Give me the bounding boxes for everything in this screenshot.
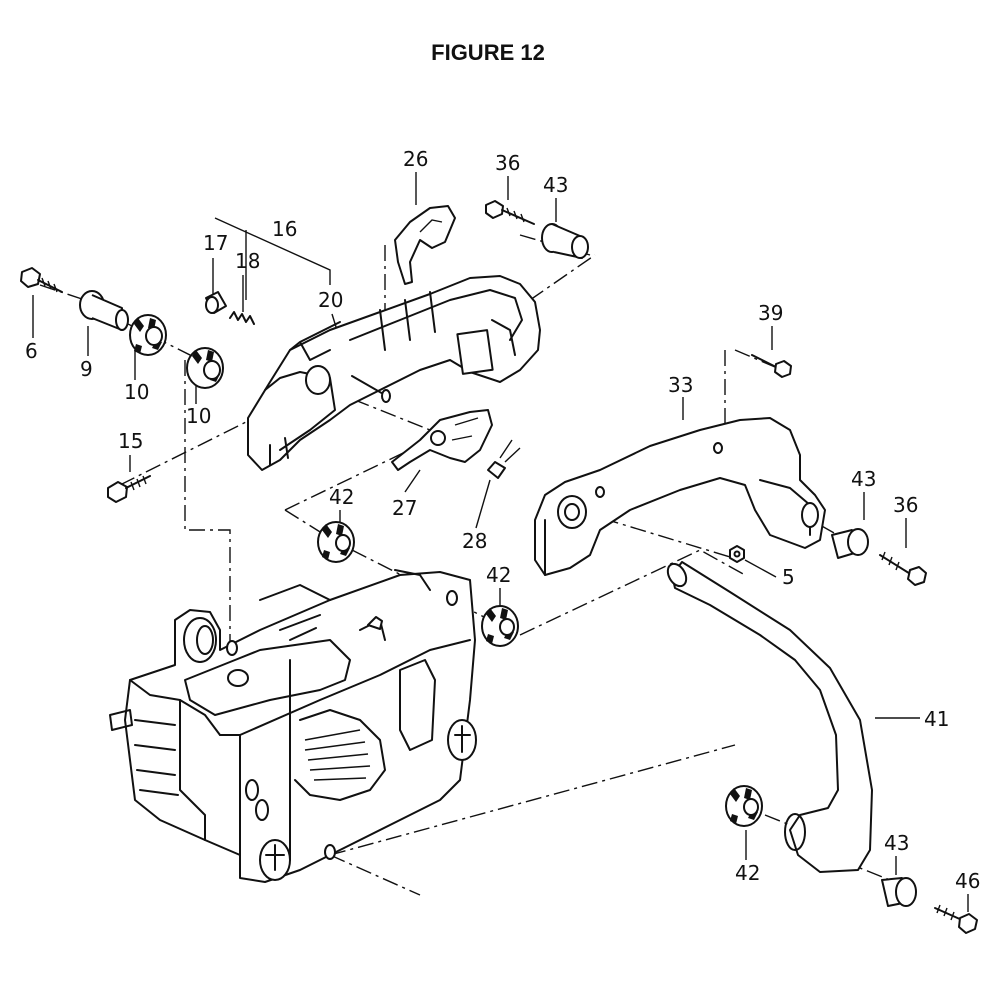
callout-15: 15 [118, 429, 143, 453]
callout-28: 28 [462, 529, 487, 553]
throttle-trigger-part-26 [394, 205, 456, 285]
screw-part-39 [751, 354, 792, 378]
callout-9: 9 [80, 357, 93, 381]
callout-43: 43 [543, 173, 568, 197]
rubber-mount-part-42a [317, 521, 355, 563]
spring-part-28 [487, 439, 521, 479]
collar-part-43c [881, 877, 917, 907]
callout-43: 43 [884, 831, 909, 855]
rubber-mount-part-42c [725, 785, 763, 827]
pin-part-20 [351, 375, 391, 403]
callout-20: 20 [318, 288, 343, 312]
callout-42: 42 [486, 563, 511, 587]
callout-41: 41 [924, 707, 949, 731]
rubber-mount-part-42b [481, 605, 519, 647]
collar-part-9 [79, 290, 129, 331]
callout-6: 6 [25, 339, 38, 363]
collar-part-43b [831, 528, 869, 559]
throttle-lever-part-27 [391, 409, 493, 471]
callout-36: 36 [893, 493, 918, 517]
spring-part-18 [229, 311, 255, 325]
rear-handle-part-16 [247, 275, 541, 471]
callout-10: 10 [124, 380, 149, 404]
callout-10: 10 [186, 404, 211, 428]
callout-39: 39 [758, 301, 783, 325]
rubber-mount-part-10b [186, 347, 224, 389]
engine-crankcase [109, 569, 477, 883]
callout-46: 46 [955, 869, 980, 893]
screw-part-36 [485, 200, 535, 225]
screw-part-15 [107, 475, 151, 503]
callout-27: 27 [392, 496, 417, 520]
rubber-mount-part-10 [129, 314, 167, 356]
callout-42: 42 [735, 861, 760, 885]
screw-part-46 [934, 904, 978, 934]
collar-part-43 [541, 223, 589, 259]
callout-43: 43 [851, 467, 876, 491]
callout-5: 5 [782, 565, 795, 589]
callout-18: 18 [235, 249, 260, 273]
callout-17: 17 [203, 231, 228, 255]
front-handlebar-part-41 [666, 561, 873, 873]
callout-36: 36 [495, 151, 520, 175]
figure-title: FIGURE 12 [431, 40, 545, 65]
pin-part-17 [205, 291, 227, 314]
handle-bracket-part-33 [534, 417, 826, 576]
callout-26: 26 [403, 147, 428, 171]
callout-42: 42 [329, 485, 354, 509]
callout-16: 16 [272, 217, 297, 241]
screw-part-6 [20, 267, 63, 293]
callout-33: 33 [668, 373, 693, 397]
screw-part-36b [879, 551, 927, 586]
nut-part-5 [729, 545, 745, 563]
